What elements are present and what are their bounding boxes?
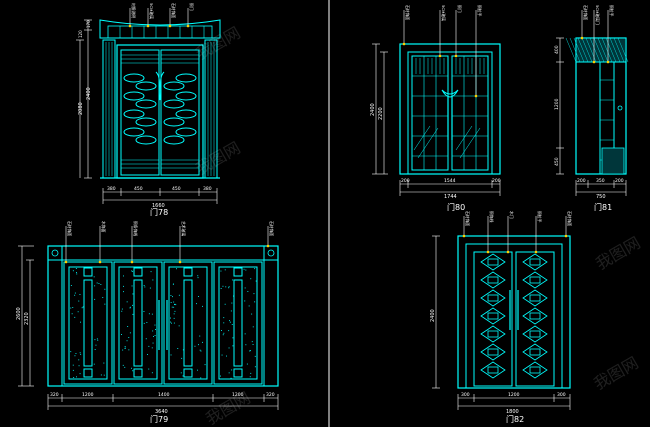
door-78-drawing xyxy=(76,8,221,204)
door-81-total-width: 750 xyxy=(596,194,606,200)
door-81-callout-0: 石材饰面 xyxy=(583,5,588,20)
door-78-dim-2: 450 xyxy=(172,186,181,192)
watermark-1: 我图网 xyxy=(193,23,244,63)
door-80-dim-2: 200 xyxy=(492,178,501,184)
door-82-dim-0: 300 xyxy=(461,392,470,398)
door-80-callout-0: 石材饰面 xyxy=(405,5,410,20)
door-79-callout-3: 艺术玻璃 xyxy=(181,221,186,236)
door-80-total-width: 1744 xyxy=(444,194,457,200)
door-78-top-dim-1: 120 xyxy=(78,30,83,38)
door-81-side-dim-1: 1200 xyxy=(554,98,560,110)
door-78-callout-1: 5CM玻璃 xyxy=(149,3,154,19)
door-79-dim-0: 320 xyxy=(50,392,59,398)
door-81-dim-1: 350 xyxy=(596,178,605,184)
door-80-dim-0: 200 xyxy=(401,178,410,184)
door-80-callout-1: 5CM玻璃 xyxy=(441,5,446,21)
door-79-total-width: 3640 xyxy=(155,409,168,415)
door-78-callout-3: 铜门 xyxy=(189,3,194,11)
door-81-drawing xyxy=(556,10,629,196)
door-78-height-inner: 2080 xyxy=(78,102,84,115)
door-78-title: 门78 xyxy=(150,207,168,217)
watermark-3: 我图网 xyxy=(203,388,254,427)
door-78-top-dim-0: 170 xyxy=(86,20,91,28)
door-81-side-dim-2: 450 xyxy=(554,157,560,166)
door-82-callout-4: 石材饰面 xyxy=(567,211,572,226)
door-82-callout-2: 木门 xyxy=(509,211,514,219)
door-81-callout-1: 5CM玻璃门 xyxy=(595,5,600,25)
door-80-title: 门80 xyxy=(447,202,465,212)
door-80-callout-3: 铜拉手 xyxy=(477,5,482,17)
door-78-height-outer: 2400 xyxy=(86,87,92,100)
door-79-callout-0: 石材饰面 xyxy=(67,221,72,236)
watermark-4: 我图网 xyxy=(593,233,644,273)
door-78-dim-1: 450 xyxy=(134,186,143,192)
door-78-callout-0: 材质说明 xyxy=(131,3,136,18)
door-79-title: 门79 xyxy=(150,414,168,424)
door-82-total-width: 1800 xyxy=(506,409,519,415)
door-82-dim-2: 300 xyxy=(557,392,566,398)
door-82-dim-1: 1200 xyxy=(508,392,520,398)
door-81-dim-2: 200 xyxy=(615,178,624,184)
door-78-dim-3: 380 xyxy=(203,186,212,192)
door-82-drawing xyxy=(432,216,571,410)
door-79-dim-2: 1400 xyxy=(158,392,170,398)
door-79-height-outer: 2600 xyxy=(16,307,22,320)
door-79-drawing xyxy=(18,226,279,410)
door-79-dim-4: 320 xyxy=(266,392,275,398)
door-78-dim-0: 380 xyxy=(107,186,116,192)
door-80-callout-2: 铜门 xyxy=(457,5,462,13)
door-79-height-inner: 2320 xyxy=(24,312,30,325)
door-80-height-outer: 2400 xyxy=(370,103,376,116)
watermark-2: 我图网 xyxy=(193,138,244,178)
door-80-drawing xyxy=(372,10,501,196)
door-81-title: 门81 xyxy=(594,202,612,212)
door-82-height-outer: 2400 xyxy=(430,309,436,322)
door-79-callout-1: 木饰面 xyxy=(101,221,106,233)
door-81-callout-2: 铜拉手 xyxy=(609,5,614,17)
door-80-dim-1: 1544 xyxy=(444,178,456,184)
door-81-dim-0: 200 xyxy=(577,178,586,184)
door-81-side-dim-0: 400 xyxy=(554,45,560,54)
door-79-dim-3: 1200 xyxy=(232,392,244,398)
door-78-callout-2: 石材饰面 xyxy=(171,3,176,18)
door-82-callout-3: 铜拉手 xyxy=(537,211,542,223)
door-82-callout-1: 铜饰线 xyxy=(489,211,494,223)
door-82-callout-0: 石材饰面 xyxy=(465,211,470,226)
watermark-5: 我图网 xyxy=(591,353,642,393)
door-79-dim-1: 1200 xyxy=(82,392,94,398)
door-79-callout-2: 铜条饰线 xyxy=(133,221,138,236)
door-79-callout-4: 石材饰面 xyxy=(269,221,274,236)
door-80-height-inner: 2200 xyxy=(378,107,384,120)
door-82-title: 门82 xyxy=(506,414,524,424)
door-78-total-width: 1660 xyxy=(152,203,165,209)
